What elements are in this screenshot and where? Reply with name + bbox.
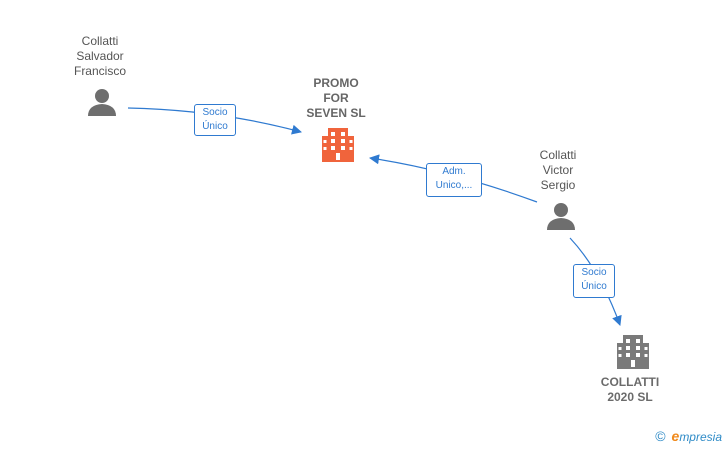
company-name-promo[interactable]: PROMO FOR SEVEN SL — [306, 76, 366, 120]
edge-label-socio-unico[interactable]: Socio Único — [573, 264, 615, 298]
building-icon[interactable] — [322, 128, 354, 162]
person-name-victor[interactable]: Collatti Victor Sergio — [539, 148, 577, 192]
copyright-icon: © — [655, 428, 666, 444]
building-icon[interactable] — [617, 335, 649, 369]
person-icon[interactable] — [88, 89, 116, 116]
brand-logo[interactable]: empresia — [671, 428, 722, 444]
edge-label-adm-unico[interactable]: Adm. Unico,... — [426, 163, 482, 197]
footer: © empresia — [655, 428, 722, 444]
person-name-salvador[interactable]: Collatti Salvador Francisco — [73, 34, 126, 78]
edge-label-socio-unico[interactable]: Socio Único — [194, 104, 236, 136]
company-name-collatti[interactable]: COLLATTI 2020 SL — [600, 375, 660, 404]
person-icon[interactable] — [547, 203, 575, 230]
